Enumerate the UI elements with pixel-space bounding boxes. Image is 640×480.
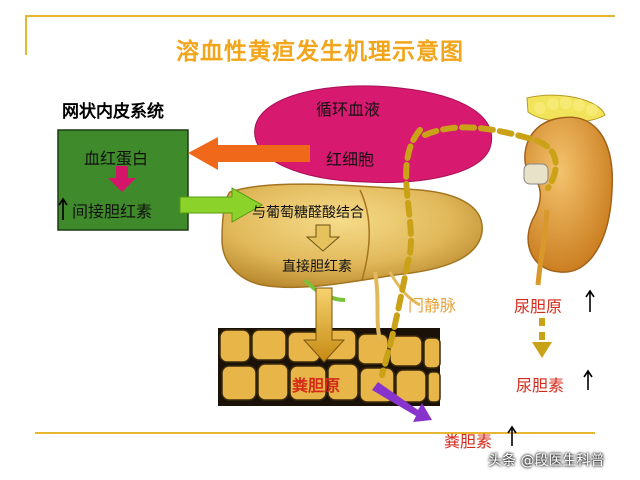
circulating-blood-blob [254,85,493,183]
intestine-down-arrow [302,287,346,363]
orange-arrow [188,137,310,170]
label-portal-vein: 门静脉 [408,296,457,315]
label-stercobilin: 粪胆素 [444,432,493,451]
green-arrow [179,187,264,223]
diagram-title: 溶血性黄疸发生机理示意图 [176,39,464,65]
label-fecal-urobilinogen: 粪胆原 [292,376,341,395]
purple-arrow [372,382,432,422]
liver-illustration [221,183,483,289]
label-indirect-bilirubin: 间接胆红素 [72,202,153,221]
top-corner-line [25,15,27,55]
label-urobilin: 尿胆素 [516,376,565,395]
label-urobilinogen: 尿胆原 [514,297,563,316]
liver-down-arrow [305,224,341,252]
watermark-text: 头条 @段医生科普 [488,453,605,469]
label-hemoglobin: 血红蛋白 [84,149,149,168]
label-glucuronide-conjugation: 与葡萄糖醛酸结合 [252,205,364,221]
increase-arrows [58,197,595,446]
label-red-blood-cell: 红细胞 [326,150,375,169]
label-direct-bilirubin: 直接胆红素 [282,259,352,275]
label-reticuloendothelial-system: 网状内皮系统 [62,102,164,122]
label-circulating-blood: 循环血液 [316,100,381,119]
pink-arrow [108,166,136,192]
kidney-illustration [523,94,614,286]
top-border-line [25,15,615,17]
dashed-flow-path [379,127,423,378]
bottom-border-line [35,432,595,434]
